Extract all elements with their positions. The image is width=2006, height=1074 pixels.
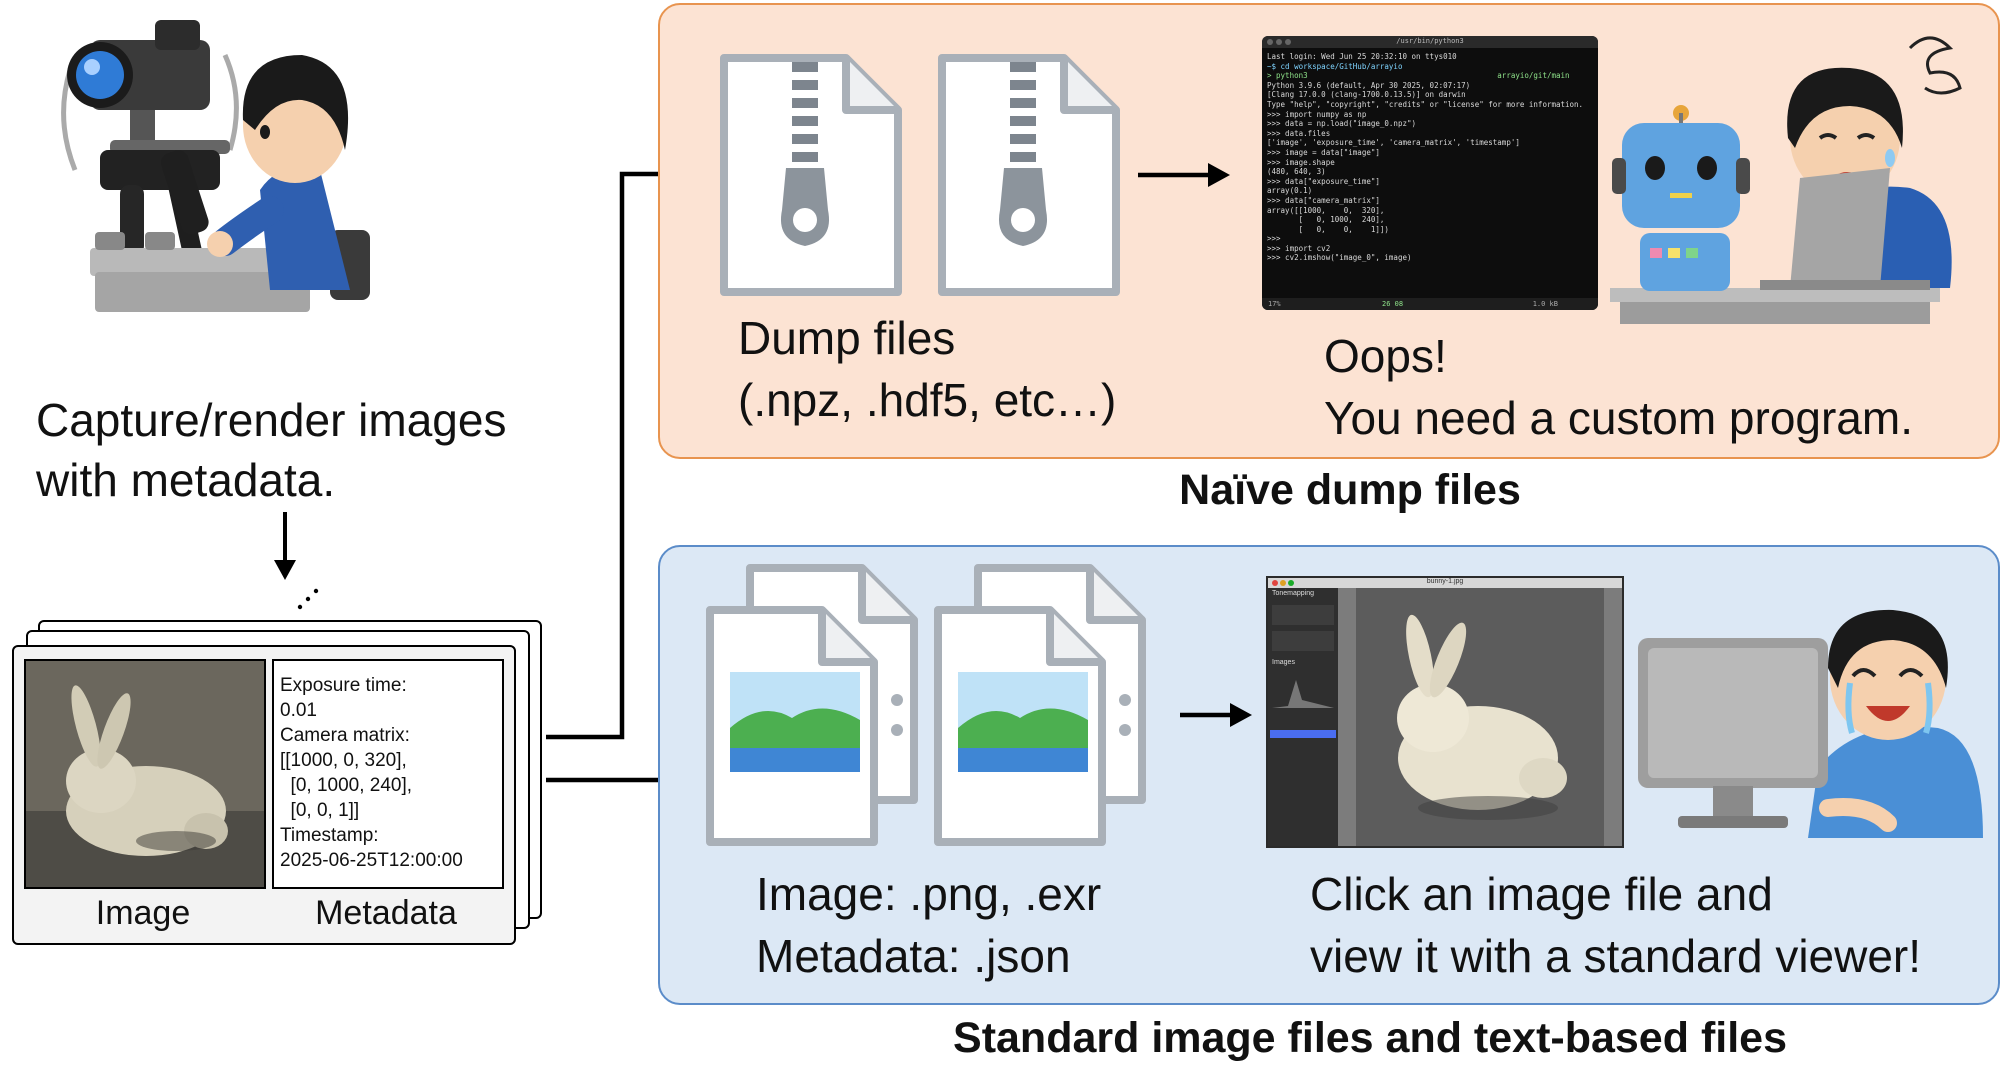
- photographer-illustration: [40, 10, 480, 380]
- terminal-line: Python 3.9.6 (default, Apr 30 2025, 02:0…: [1267, 80, 1471, 90]
- metadata-line: [0, 0, 1]]: [280, 800, 360, 821]
- terminal-line: >>> import numpy as np: [1267, 109, 1367, 119]
- viewer-sidebar-title: Tonemapping: [1272, 590, 1315, 597]
- zip-file-icon: [934, 50, 1124, 300]
- metadata-label: Metadata: [315, 894, 457, 932]
- metadata-line: Timestamp:: [280, 825, 379, 846]
- terminal-line: >>> data["exposure_time"]: [1267, 176, 1380, 186]
- metadata-box: Exposure time: 0.01 Camera matrix: [[100…: [272, 659, 504, 889]
- viewer-caption-line1: Click an image file and: [1310, 868, 1773, 920]
- capture-record-card: Exposure time: 0.01 Camera matrix: [[100…: [12, 645, 516, 945]
- terminal-status-right: 1.0 kB: [1532, 300, 1558, 308]
- metadata-line: 2025-06-25T12:00:00: [280, 850, 463, 871]
- terminal-line: >>> image.shape: [1267, 157, 1335, 167]
- terminal-line: [ 0, 0, 1]]): [1267, 224, 1389, 234]
- capture-caption-line2: with metadata.: [36, 454, 336, 506]
- bunny-photo: [24, 659, 266, 889]
- confused-robot-and-person-illustration: [1610, 18, 1992, 348]
- terminal-line: >>> import cv2: [1267, 243, 1331, 253]
- metadata-line: [0, 1000, 240],: [280, 775, 413, 796]
- terminal-line: array([[1000, 0, 320],: [1267, 205, 1385, 215]
- terminal-line: array(0.1): [1267, 186, 1313, 196]
- terminal-line: >>> image = data["image"]: [1267, 147, 1380, 157]
- viewer-caption-line2: view it with a standard viewer!: [1310, 930, 1922, 982]
- image-file-stack-icon: [930, 560, 1160, 850]
- terminal-line: > python3 arrayio/git/main: [1267, 71, 1570, 81]
- down-arrow-icon: [270, 512, 300, 582]
- zip-file-icon: [716, 50, 906, 300]
- terminal-status-mid: 26 08: [1382, 300, 1404, 308]
- happy-person-monitor-illustration: [1638, 588, 1988, 838]
- terminal-status-left: 17%: [1268, 300, 1281, 308]
- dump-files-caption-line2: (.npz, .hdf5, etc…): [738, 374, 1117, 426]
- terminal-line: >>> data = np.load("image_0.npz"): [1267, 119, 1417, 129]
- ellipsis-icon: [296, 585, 322, 611]
- capture-caption-line1: Capture/render images: [36, 394, 507, 446]
- viewer-titlebar: bunny-1.jpg: [1426, 578, 1464, 585]
- terminal-line: [Clang 17.0.0 (clang-1700.0.13.5)] on da…: [1267, 90, 1466, 100]
- metadata-line: 0.01: [280, 700, 317, 721]
- viewer-sidebar: Tonemapping Images: [1268, 588, 1338, 846]
- terminal-line: >>> cv2.imshow("image_0", image): [1267, 253, 1412, 263]
- terminal-line: >>> data["camera_matrix"]: [1267, 195, 1380, 205]
- oops-caption-line2: You need a custom program.: [1324, 392, 1913, 444]
- metadata-line: Camera matrix:: [280, 725, 410, 746]
- viewer-sidebar-images: Images: [1272, 659, 1295, 666]
- terminal-line: >>>: [1267, 234, 1281, 244]
- image-label: Image: [95, 894, 191, 932]
- image-file-stack-icon: [702, 560, 932, 850]
- terminal-title: /usr/bin/python3: [1396, 37, 1464, 45]
- terminal-line: ~$ cd workspace/GitHub/arrayio: [1267, 61, 1403, 71]
- dump-files-caption-line1: Dump files: [738, 312, 956, 364]
- naive-dump-title: Naïve dump files: [1179, 466, 1521, 514]
- file-types-caption-line2: Metadata: .json: [756, 930, 1071, 982]
- terminal-line: [ 0, 1000, 240],: [1267, 215, 1385, 225]
- standard-files-title: Standard image files and text-based file…: [953, 1014, 1787, 1062]
- image-viewer-window: bunny-1.jpg Tonemapping Images: [1266, 576, 1624, 848]
- terminal-line: Type "help", "copyright", "credits" or "…: [1267, 99, 1584, 109]
- right-arrow-icon: [1180, 700, 1252, 730]
- file-types-caption-line1: Image: .png, .exr: [756, 868, 1102, 920]
- terminal-line: ['image', 'exposure_time', 'camera_matri…: [1267, 138, 1520, 148]
- metadata-line: [[1000, 0, 320],: [280, 750, 407, 771]
- terminal-line: >>> data.files: [1267, 128, 1331, 138]
- oops-caption-line1: Oops!: [1324, 330, 1447, 382]
- metadata-line: Exposure time:: [280, 675, 407, 696]
- terminal-line: Last login: Wed Jun 25 20:32:10 on ttys0…: [1267, 52, 1457, 61]
- terminal-line: (480, 640, 3): [1267, 167, 1326, 177]
- terminal-window: /usr/bin/python3 Last login: Wed Jun 25 …: [1262, 36, 1598, 310]
- right-arrow-icon: [1138, 160, 1230, 190]
- viewer-canvas: [1338, 588, 1622, 846]
